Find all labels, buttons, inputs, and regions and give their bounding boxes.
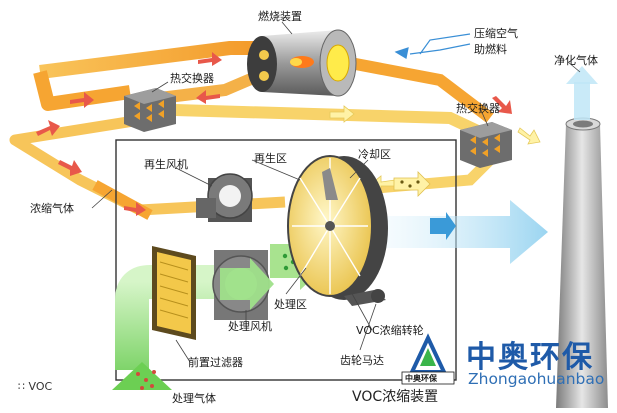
auxiliary-fuel-label: 助燃料 (474, 43, 507, 56)
heat-exchanger-right (460, 122, 512, 168)
voc-wheel-label: VOC浓缩转轮 (356, 324, 424, 337)
voc-legend-label: VOC (28, 380, 53, 393)
heat-exchanger-left (124, 88, 176, 132)
brand-logo-mark (401, 333, 455, 385)
process-zone-label: 处理区 (274, 298, 307, 311)
compressed-air-label: 压缩空气 (474, 27, 518, 40)
brand-logo-text: 中奥环保 (405, 374, 437, 383)
regen-fan (196, 173, 253, 222)
voc-concentrator-wheel (287, 155, 388, 306)
legend: ∷ VOC (18, 380, 52, 393)
input-gas-label: 处理气体 (172, 392, 216, 405)
process-fan-label: 处理风机 (228, 320, 272, 333)
process-fan (212, 250, 274, 320)
heat-exchanger-left-label: 热交换器 (170, 72, 214, 85)
clean-gas-label: 净化气体 (554, 54, 598, 67)
voc-legend-symbol-icon: ∷ (18, 380, 25, 393)
pre-filter (152, 246, 196, 340)
diagram-title: VOC浓缩装置 (352, 389, 439, 405)
regen-fan-label: 再生风机 (144, 158, 188, 171)
leader-lines (91, 21, 581, 363)
combustion-device-label: 燃烧装置 (258, 10, 302, 23)
cooling-zone-label: 冷却区 (358, 148, 391, 161)
input-gas-flow (112, 265, 220, 390)
concentrated-gas-label: 浓缩气体 (30, 202, 74, 215)
brand-name-en: Zhongaohuanbao (468, 370, 605, 388)
voc-equipment-frame (115, 139, 457, 381)
compressed-air-lines (394, 33, 471, 59)
clean-yellow-arrows (329, 105, 541, 191)
cooling-zone-dots (393, 171, 431, 197)
clean-air-flow (360, 200, 548, 264)
combustion-device (247, 29, 357, 97)
pre-filter-label: 前置过滤器 (188, 356, 243, 369)
gear-motor-label: 齿轮马达 (340, 354, 384, 367)
heat-exchanger-right-label: 热交换器 (456, 102, 500, 115)
brand-name-cn: 中奥环保 (466, 340, 594, 375)
regen-zone-label: 再生区 (254, 152, 287, 165)
chimney (556, 66, 608, 408)
